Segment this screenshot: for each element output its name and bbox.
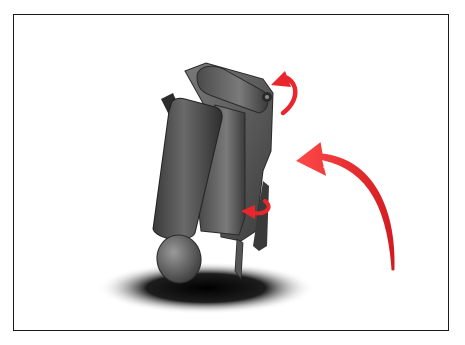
ground-shadow — [98, 262, 314, 314]
large-curved-arrow-icon — [295, 141, 395, 271]
illustration-frame — [13, 14, 449, 331]
rotate-arrow-icon — [271, 71, 295, 113]
device-illustration — [14, 15, 449, 331]
